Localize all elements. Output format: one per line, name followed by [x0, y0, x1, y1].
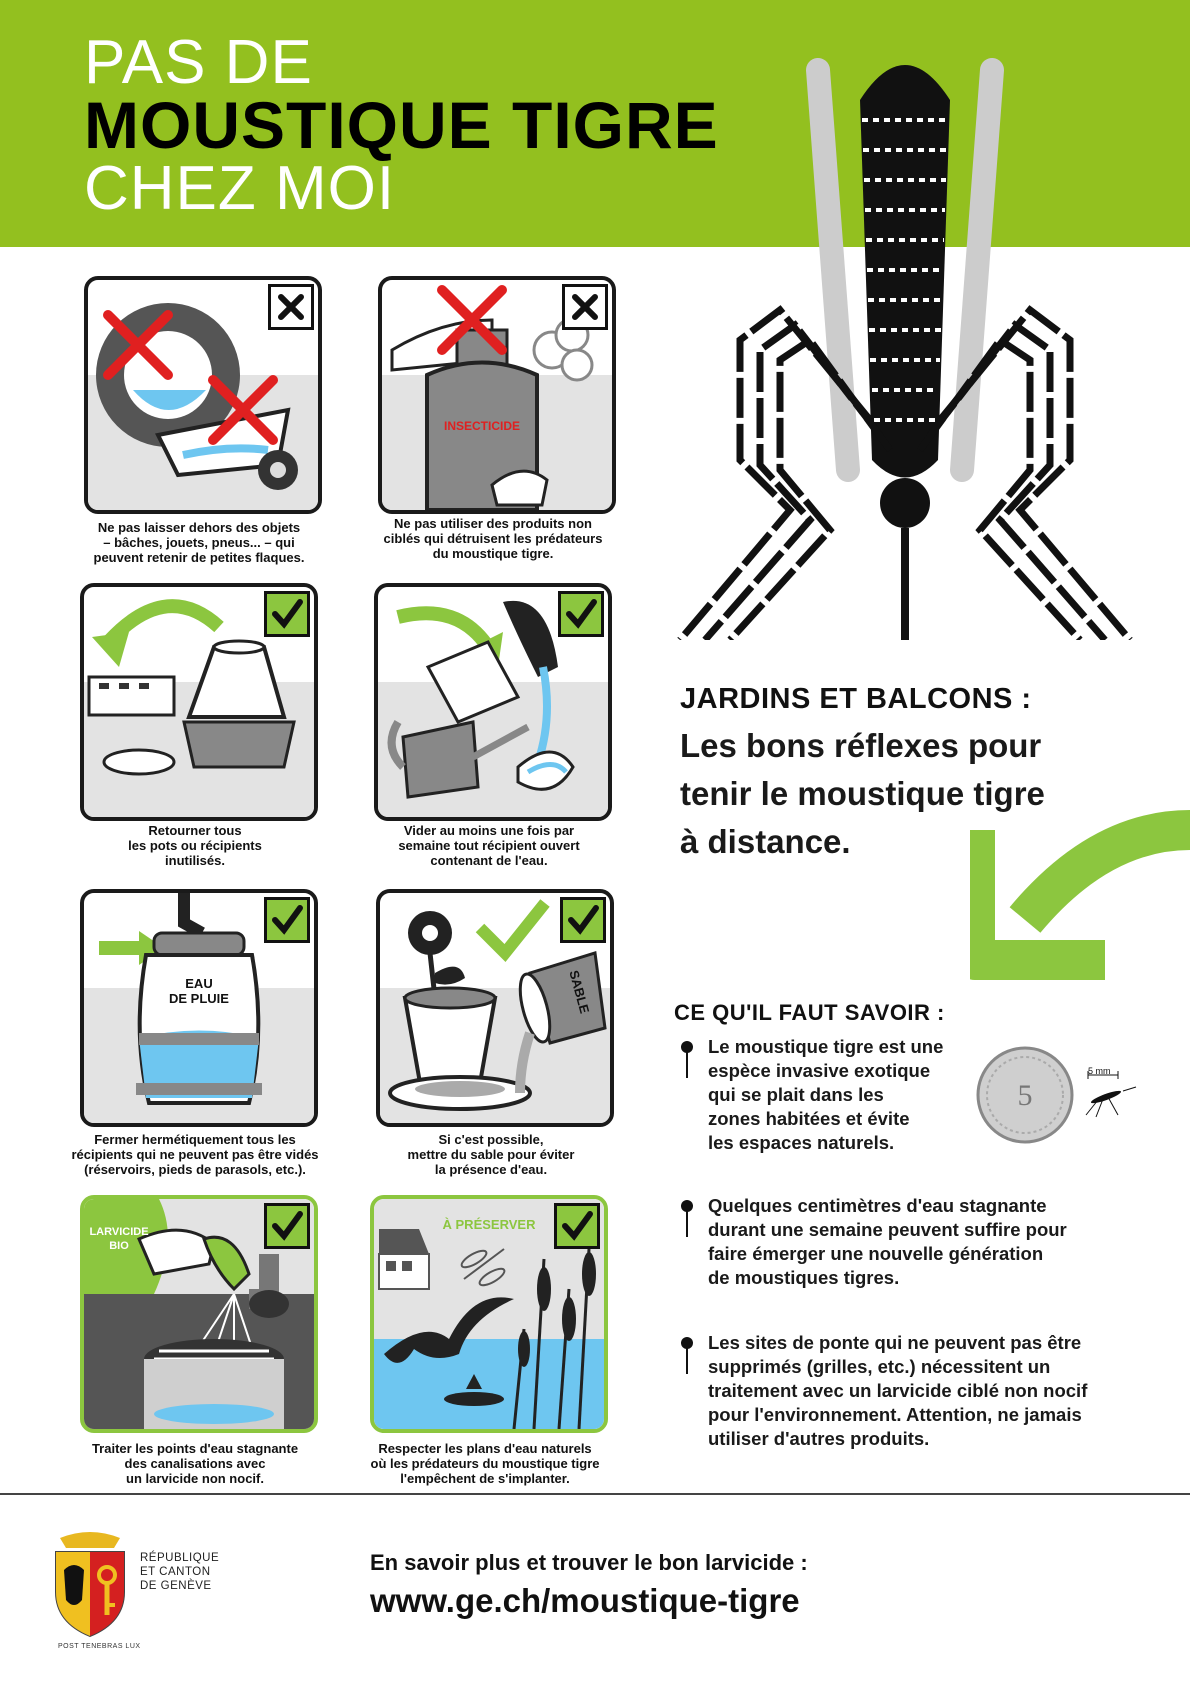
check-icon [562, 1211, 593, 1241]
website-link[interactable]: www.ge.ch/moustique-tigre [370, 1582, 800, 1619]
jardins-heading: JARDINS ET BALCONS : [680, 683, 1032, 715]
rain-barrel-icon: EAU DE PLUIE [84, 893, 314, 1123]
svg-text:5: 5 [1018, 1079, 1033, 1112]
title-line-2: MOUSTIQUE TIGRE [84, 88, 719, 162]
svg-text:À PRÉSERVER: À PRÉSERVER [443, 1217, 537, 1232]
caption-sand: Si c'est possible,mettre du sable pour é… [407, 1132, 575, 1177]
footer-divider [0, 1493, 1190, 1495]
cross-icon [572, 294, 598, 320]
motto: POST TENEBRAS LUX [58, 1643, 141, 1650]
geneva-coat-of-arms-icon [55, 1532, 125, 1638]
green-arrow-icon [970, 810, 1190, 980]
panel-larvicide: LARVICIDE BIO [80, 1195, 318, 1433]
footer-info-text: En savoir plus et trouver le bon larvici… [370, 1550, 808, 1575]
small-mosquito-icon [1085, 1071, 1137, 1118]
ok-badge [554, 1203, 600, 1249]
check-icon [566, 599, 597, 629]
panel-pond: À PRÉSERVER [370, 1195, 608, 1433]
scale-label: 5 mm [1088, 1066, 1111, 1076]
pin-icon [681, 1200, 693, 1237]
title-line-3: CHEZ MOI [84, 154, 396, 223]
forbidden-badge [268, 284, 314, 330]
panel-rain-barrel: EAU DE PLUIE [80, 889, 318, 1127]
tire-puddle-icon [88, 303, 318, 510]
check-icon [272, 1211, 303, 1241]
ok-badge [560, 897, 606, 943]
check-icon [568, 905, 599, 935]
svg-text:LARVICIDE: LARVICIDE [89, 1226, 148, 1238]
insecticide-spray-icon: INSECTICIDE [382, 285, 612, 510]
sand-saucer-icon: SABLE [380, 899, 610, 1123]
svg-text:BIO: BIO [109, 1240, 129, 1252]
ok-badge [264, 1203, 310, 1249]
fact-3: Les sites de ponte qui ne peuvent pas êt… [708, 1332, 1088, 1449]
savoir-heading: CE QU'IL FAUT SAVOIR : [674, 1000, 945, 1025]
caption-tire: Ne pas laisser dehors des objets– bâches… [93, 520, 305, 565]
ok-badge [558, 591, 604, 637]
pin-icon [681, 1337, 693, 1374]
check-icon [272, 905, 303, 935]
panel-sand: SABLE [376, 889, 614, 1127]
check-icon [272, 599, 303, 629]
ok-badge [264, 897, 310, 943]
title-line-1: PAS DE [84, 28, 313, 97]
coin-icon: 5 [976, 1046, 1074, 1144]
pond-nature-icon: À PRÉSERVER [374, 1199, 604, 1429]
svg-text:EAU: EAU [185, 976, 212, 991]
empty-watering-can-icon [378, 600, 608, 817]
flip-pots-icon [84, 599, 314, 817]
panel-watering-can [374, 583, 612, 821]
ok-badge [264, 591, 310, 637]
forbidden-badge [562, 284, 608, 330]
panel-tire [84, 276, 322, 514]
pin-icon [681, 1041, 693, 1078]
svg-text:DE PLUIE: DE PLUIE [169, 991, 229, 1006]
insecticide-label: INSECTICIDE [444, 419, 520, 433]
cross-icon [278, 294, 304, 320]
panel-pots [80, 583, 318, 821]
panel-insecticide: INSECTICIDE [378, 276, 616, 514]
mosquito-illustration [677, 58, 1133, 640]
